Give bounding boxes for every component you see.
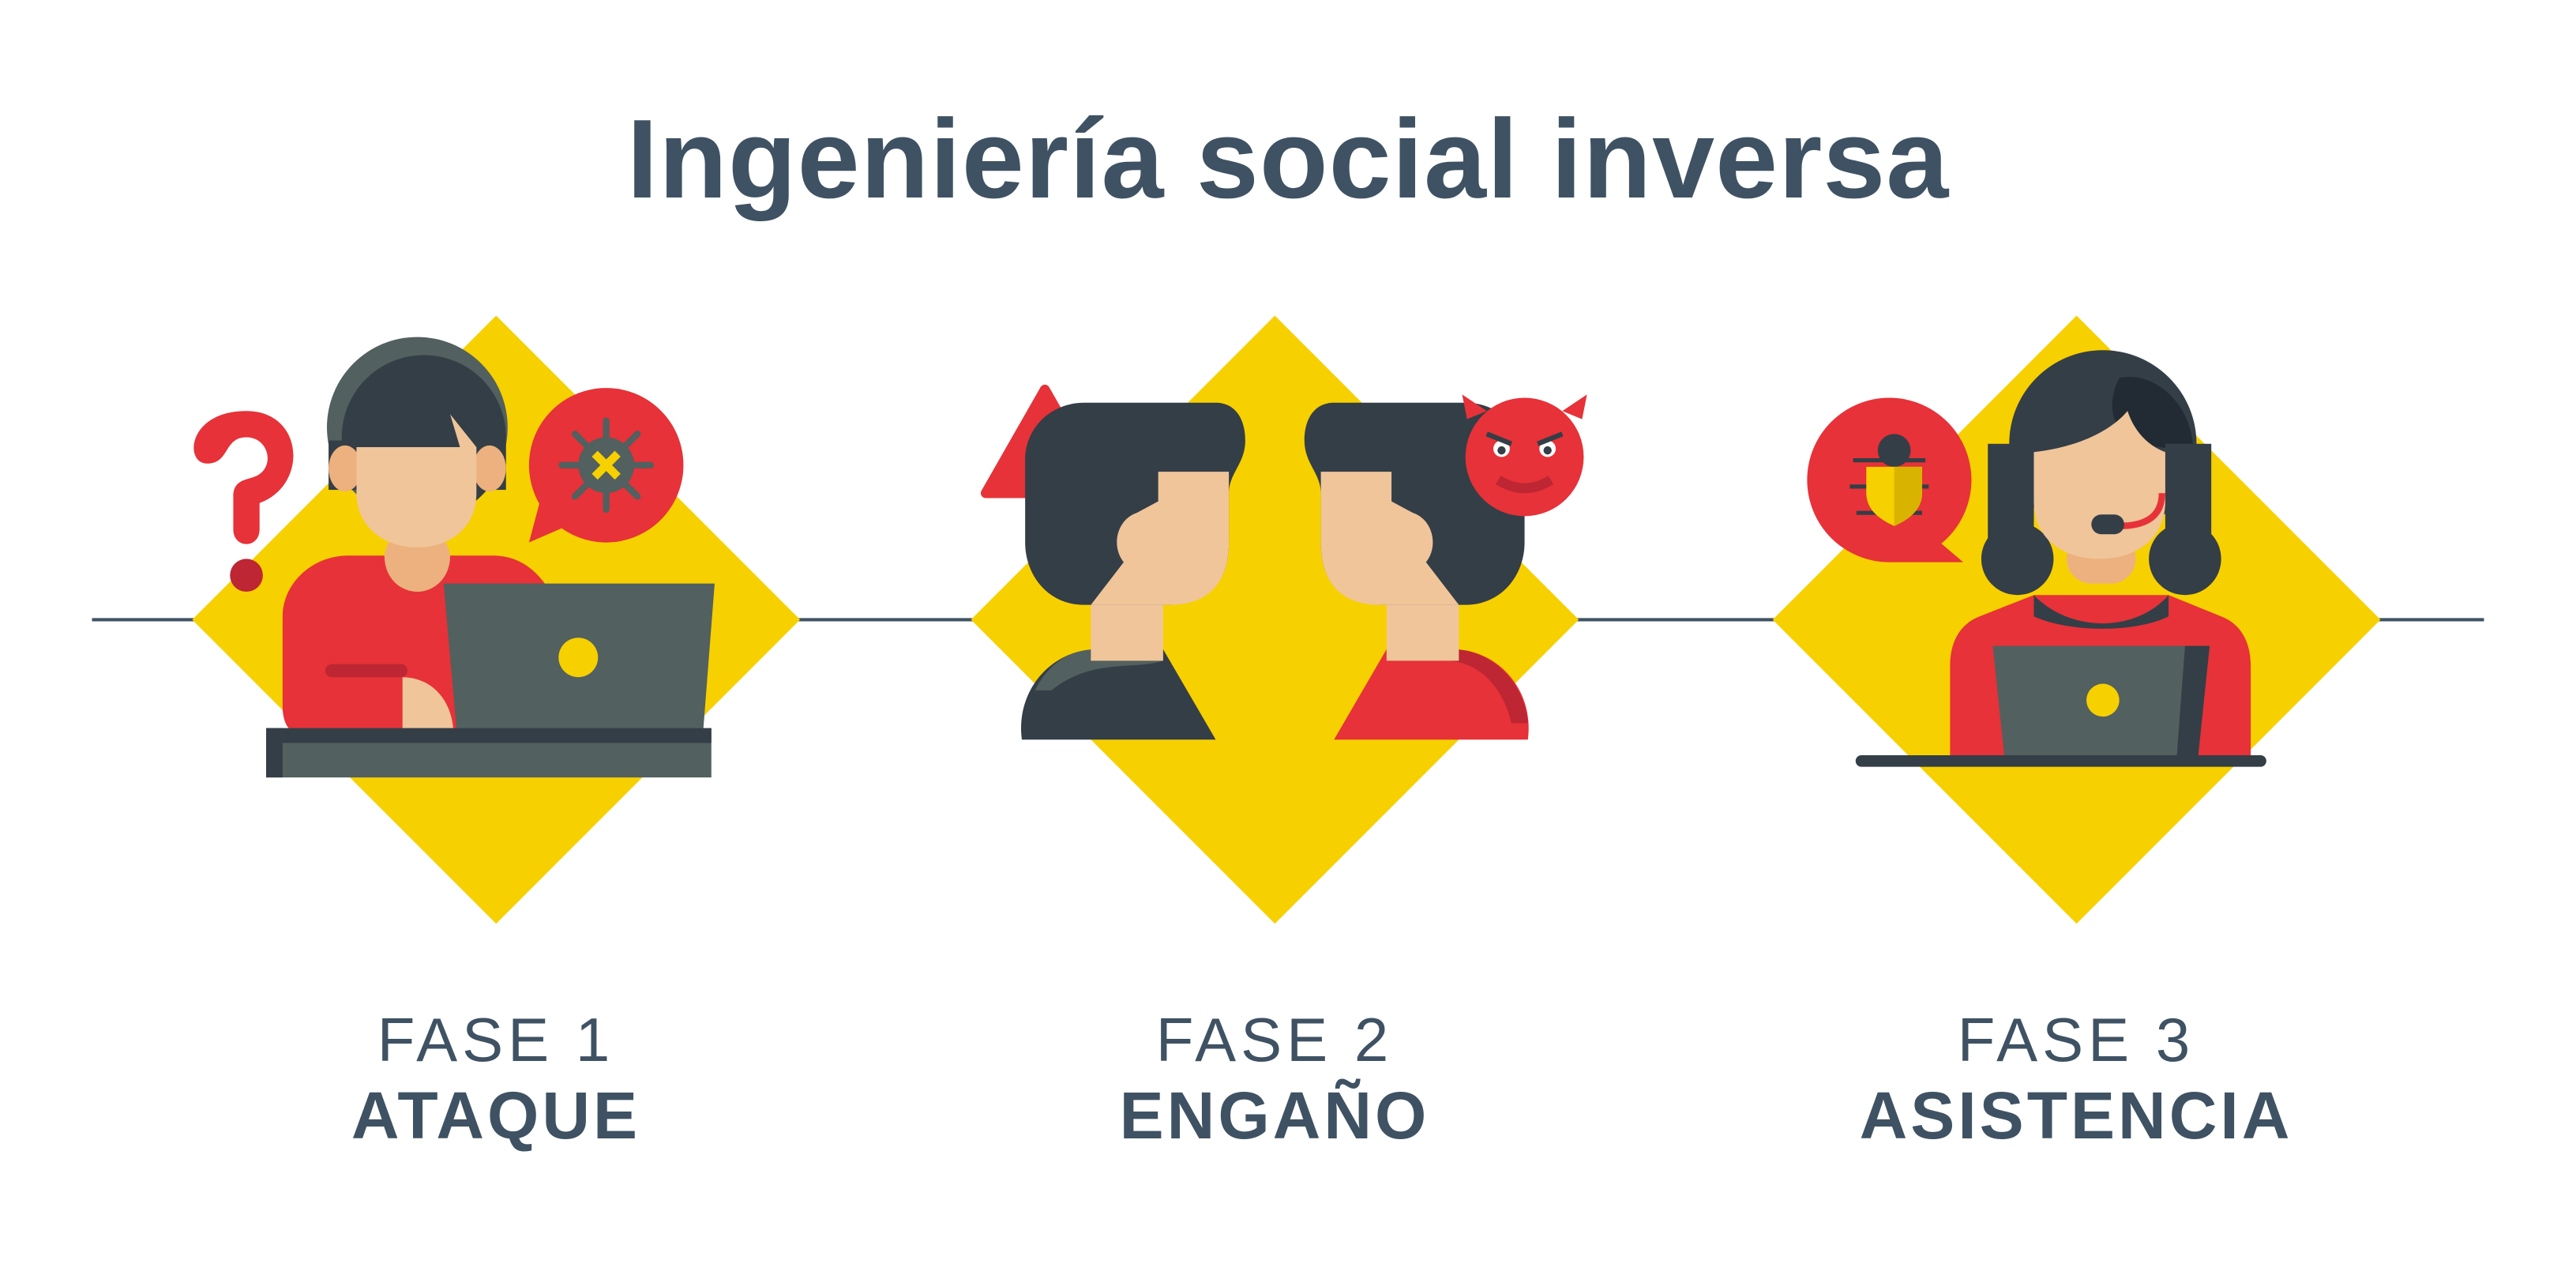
phase-name: ASISTENCIA: [1859, 1078, 2293, 1153]
phase-1-label: FASE 1 ATAQUE: [141, 1002, 851, 1153]
two-faces-deception-icon: [980, 384, 1587, 740]
phase-name: ENGAÑO: [1119, 1078, 1430, 1153]
phase-number: FASE 2: [1155, 1005, 1394, 1074]
devil-face-icon: [1462, 394, 1587, 517]
phase-number: FASE 3: [1957, 1005, 2195, 1074]
virus-speech-bubble-icon: [528, 388, 684, 543]
phase-3-label: FASE 3 ASISTENCIA: [1721, 1002, 2431, 1153]
phase-number: FASE 1: [377, 1005, 615, 1074]
hacker-with-laptop-virus-icon: [193, 337, 715, 778]
phase-name: ATAQUE: [351, 1078, 641, 1153]
phase-2-label: FASE 2 ENGAÑO: [919, 1002, 1630, 1153]
page-title: Ingeniería social inversa: [626, 96, 1950, 222]
support-agent-headset-icon: [1807, 350, 2266, 767]
question-mark-icon: [193, 411, 294, 592]
bug-shield-speech-bubble-icon: [1807, 397, 1972, 562]
